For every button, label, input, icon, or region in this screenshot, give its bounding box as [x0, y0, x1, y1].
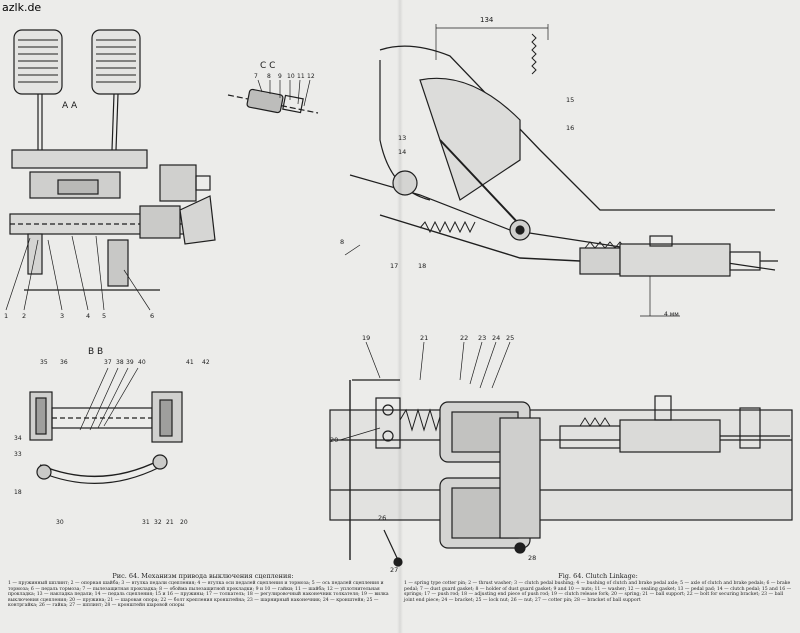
- callout-bb-20: 20: [180, 519, 188, 526]
- callout-33: 33: [14, 451, 22, 458]
- callout-13: 13: [398, 134, 406, 142]
- caption-russian: Рис. 64. Механизм привода выключения сце…: [8, 572, 398, 609]
- release-fork-section-view: [29, 367, 183, 484]
- callout-23: 23: [478, 334, 486, 342]
- view-cc-label: C C: [260, 61, 275, 71]
- dimension-top: 134: [480, 16, 494, 24]
- callout-21-plan: 21: [420, 334, 428, 342]
- view-aa-label: A A: [62, 101, 78, 111]
- callout-39: 39: [126, 359, 134, 366]
- callout-25: 25: [506, 334, 514, 342]
- callout-1: 1: [4, 312, 8, 320]
- clutch-pedal-side-view: [344, 24, 778, 317]
- caption-russian-body: 1 — пружинный шплинт; 2 — опорная шайба;…: [8, 581, 389, 609]
- view-bb-label: B B: [88, 347, 103, 357]
- brake-pedal-pad: [91, 29, 141, 95]
- caption-english-title: Fig. 64. Clutch Linkage:: [558, 572, 638, 580]
- callout-32: 32: [154, 519, 162, 526]
- callout-8: 8: [267, 73, 271, 80]
- callout-20: 20: [330, 436, 338, 444]
- callout-22: 22: [460, 334, 468, 342]
- pedal-assembly-front-view: [5, 29, 216, 311]
- callout-5: 5: [102, 312, 106, 320]
- page-fold: [397, 0, 403, 633]
- callout-42: 42: [202, 359, 210, 366]
- callout-37: 37: [104, 359, 112, 366]
- callout-9: 9: [278, 73, 282, 80]
- callout-12: 12: [307, 73, 315, 80]
- callout-41: 41: [186, 359, 194, 366]
- callout-36: 36: [60, 359, 68, 366]
- callout-16: 16: [566, 124, 574, 132]
- callout-21: 21: [166, 519, 174, 526]
- site-watermark: azlk.de: [2, 1, 42, 14]
- callout-34: 34: [14, 435, 22, 442]
- callout-24: 24: [492, 334, 500, 342]
- caption-english: Fig. 64. Clutch Linkage: 1 — spring type…: [404, 572, 792, 603]
- callout-2: 2: [22, 312, 26, 320]
- dimension-gap: 4 мм: [664, 311, 679, 318]
- callout-31: 31: [142, 519, 150, 526]
- callout-27: 27: [390, 566, 398, 574]
- callout-6: 6: [150, 312, 154, 320]
- callout-14: 14: [398, 148, 406, 156]
- callout-30: 30: [56, 519, 64, 526]
- callout-38: 38: [116, 359, 124, 366]
- callout-15: 15: [566, 96, 574, 104]
- callout-7: 7: [254, 73, 258, 80]
- callout-26: 26: [378, 514, 386, 522]
- callout-11: 11: [297, 73, 305, 80]
- callout-4: 4: [86, 312, 90, 320]
- callout-10: 10: [287, 73, 295, 80]
- clutch-linkage-plan-view: [329, 341, 793, 567]
- callout-18: 18: [418, 262, 426, 270]
- callout-3: 3: [60, 312, 64, 320]
- callout-19: 19: [362, 334, 370, 342]
- caption-english-body: 1 — spring type cotter pin; 2 — thrust w…: [404, 581, 792, 603]
- callout-17: 17: [390, 262, 398, 270]
- callout-28: 28: [528, 554, 536, 562]
- gasket-detail-view: [227, 79, 319, 114]
- caption-russian-title: Рис. 64. Механизм привода выключения сце…: [112, 572, 294, 580]
- callout-bb-18: 18: [14, 489, 22, 496]
- callout-35: 35: [40, 359, 48, 366]
- callout-40: 40: [138, 359, 146, 366]
- callout-side-8: 8: [340, 238, 344, 246]
